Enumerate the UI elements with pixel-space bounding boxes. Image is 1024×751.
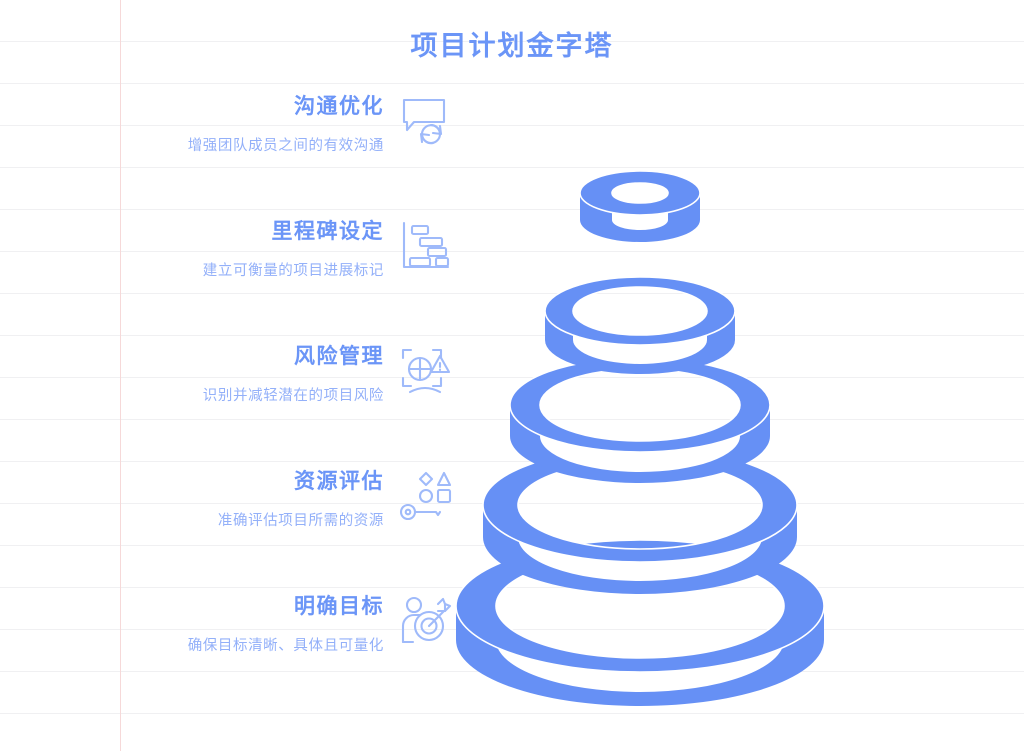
list-item[interactable]: 资源评估 准确评估项目所需的资源 — [0, 467, 460, 592]
list-item-text-group: 明确目标 确保目标清晰、具体且可量化 — [54, 592, 384, 656]
ring-group — [455, 170, 825, 706]
gantt-chart-icon — [396, 217, 454, 275]
list-item[interactable]: 沟通优化 增强团队成员之间的有效沟通 — [0, 92, 460, 217]
list-item-description: 建立可衡量的项目进展标记 — [202, 263, 384, 279]
list-item-title: 明确目标 — [294, 595, 384, 618]
list-item-text-group: 里程碑设定 建立可衡量的项目进展标记 — [54, 217, 384, 281]
list-item-title: 风险管理 — [294, 345, 384, 368]
list-item-text-group: 资源评估 准确评估项目所需的资源 — [54, 467, 384, 531]
list-item-text-group: 风险管理 识别并减轻潜在的项目风险 — [54, 342, 384, 406]
list-item-title: 沟通优化 — [294, 95, 384, 118]
list-item[interactable]: 明确目标 确保目标清晰、具体且可量化 — [0, 592, 460, 717]
list-item-title: 里程碑设定 — [271, 220, 384, 243]
list-item-description: 确保目标清晰、具体且可量化 — [187, 638, 384, 654]
list-item-text-group: 沟通优化 增强团队成员之间的有效沟通 — [54, 92, 384, 156]
key-shapes-icon — [396, 467, 454, 525]
list-item-description: 识别并减轻潜在的项目风险 — [202, 388, 384, 404]
pyramid-level-list: 沟通优化 增强团队成员之间的有效沟通 里程碑设定 建立可衡量的项目进展标记 — [0, 92, 460, 717]
pyramid-ring-level-1 — [579, 170, 701, 242]
speech-bubble-refresh-icon — [396, 92, 454, 150]
page-title: 项目计划金字塔 — [410, 31, 614, 61]
pyramid-ring-level-3 — [509, 357, 771, 483]
person-target-icon — [396, 592, 454, 650]
list-item[interactable]: 风险管理 识别并减轻潜在的项目风险 — [0, 342, 460, 467]
list-item-description: 增强团队成员之间的有效沟通 — [187, 138, 384, 154]
pie-chart-warning-icon — [396, 342, 454, 400]
list-item-description: 准确评估项目所需的资源 — [217, 513, 384, 529]
pyramid-ring-level-2 — [544, 276, 736, 374]
pyramid-ring-stack — [440, 80, 840, 720]
list-item[interactable]: 里程碑设定 建立可衡量的项目进展标记 — [0, 217, 460, 342]
list-item-title: 资源评估 — [294, 470, 384, 493]
